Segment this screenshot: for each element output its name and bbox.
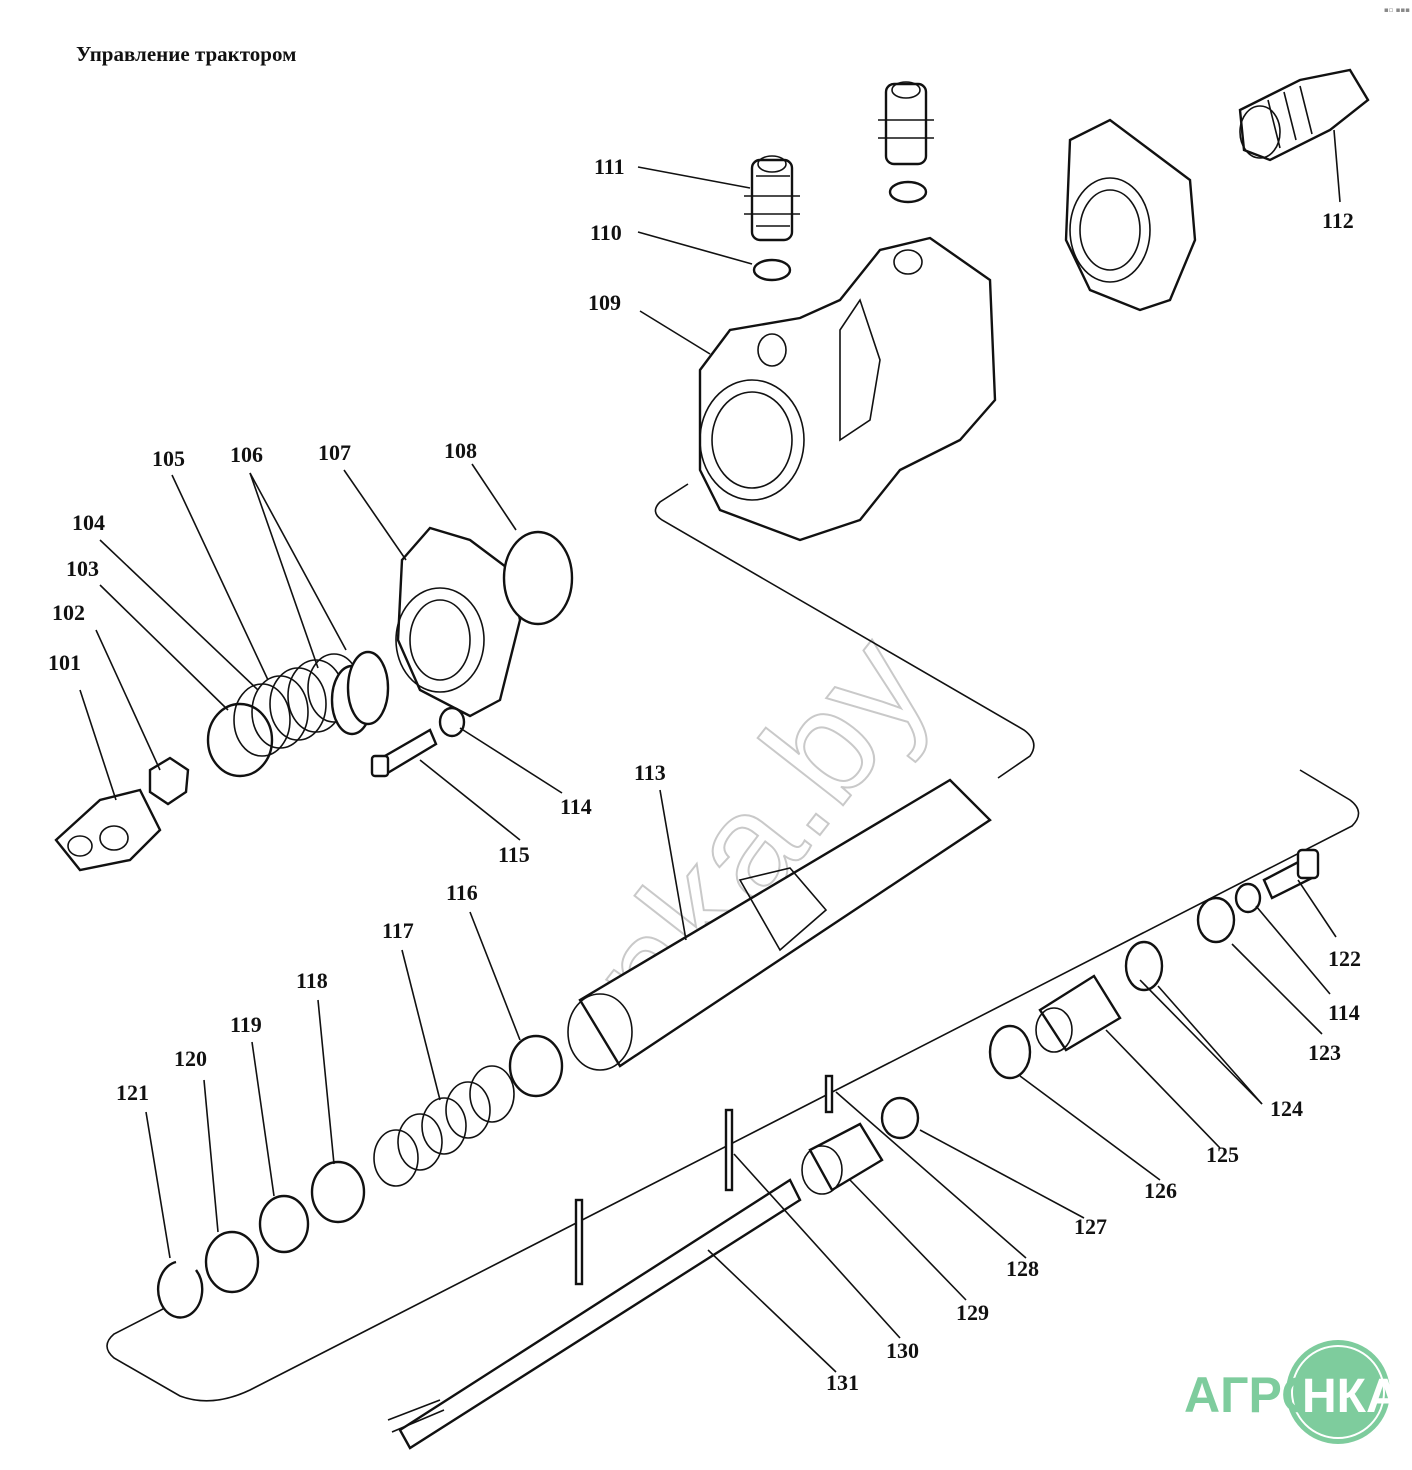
assembly-outline-upper <box>654 483 1035 779</box>
part-106-ring-b <box>346 650 390 726</box>
part-118-bushing <box>310 1160 366 1224</box>
part-124-ring <box>1124 940 1164 992</box>
callout-104: 104 <box>72 510 105 535</box>
part-114-washer-lower <box>1234 882 1262 914</box>
callout-106: 106 <box>230 442 263 467</box>
callout-103: 103 <box>66 556 99 581</box>
callout-116: 116 <box>446 880 478 905</box>
callout-117: 117 <box>382 918 414 943</box>
part-110-o-ring <box>752 258 792 282</box>
callout-120: 120 <box>174 1046 207 1071</box>
callout-123: 123 <box>1308 1040 1341 1065</box>
logo-circle <box>1286 1340 1390 1444</box>
callout-110: 110 <box>590 220 622 245</box>
callout-131: 131 <box>826 1370 859 1395</box>
part-122-bolt <box>1262 848 1320 900</box>
part-111-fitting <box>744 155 800 242</box>
part-127-nut <box>880 1096 920 1140</box>
part-116-washer <box>508 1034 564 1098</box>
part-fitting-upper <box>878 81 934 166</box>
part-108-o-ring <box>502 530 574 626</box>
agronka-logo: АГРО НКА <box>1184 1340 1394 1444</box>
part-131-shaft <box>387 1178 802 1450</box>
assembly-outline-lower <box>106 769 1360 1402</box>
callout-114-lower: 114 <box>1328 1000 1360 1025</box>
logo-text-right: НКА <box>1302 1370 1394 1423</box>
callout-102: 102 <box>52 600 85 625</box>
callout-112: 112 <box>1322 208 1354 233</box>
part-flange-right <box>1064 118 1197 312</box>
callout-108: 108 <box>444 438 477 463</box>
part-102-nut <box>148 756 190 806</box>
part-115-bolt <box>370 728 438 778</box>
part-121-snap-ring <box>157 1260 204 1319</box>
part-123-washer <box>1196 896 1236 944</box>
callout-127: 127 <box>1074 1214 1107 1239</box>
part-119-washer <box>258 1194 310 1254</box>
part-101-clevis <box>54 788 162 872</box>
callout-113: 113 <box>634 760 666 785</box>
callout-labels: 101 102 103 104 105 106 107 108 109 110 … <box>48 154 1361 1395</box>
callout-119: 119 <box>230 1012 262 1037</box>
callout-126: 126 <box>1144 1178 1177 1203</box>
part-130-pin <box>724 1108 734 1192</box>
callout-122: 122 <box>1328 946 1361 971</box>
part-120-washer <box>204 1230 260 1294</box>
logo-text-left: АГРО <box>1184 1367 1320 1423</box>
part-125-bushing <box>1035 974 1122 1053</box>
part-129-bushing <box>801 1122 884 1195</box>
part-130-pin-b <box>574 1198 584 1286</box>
part-126-o-ring <box>988 1024 1032 1080</box>
part-103-ring <box>206 702 274 778</box>
part-128-pin <box>824 1074 834 1114</box>
callout-114-upper: 114 <box>560 794 592 819</box>
callout-121: 121 <box>116 1080 149 1105</box>
callout-109: 109 <box>588 290 621 315</box>
leader-lines <box>79 129 1341 1373</box>
callout-105: 105 <box>152 446 185 471</box>
callout-128: 128 <box>1006 1256 1039 1281</box>
callout-124: 124 <box>1270 1096 1303 1121</box>
part-117-spring <box>373 1065 515 1187</box>
callout-111: 111 <box>594 154 625 179</box>
logo-circle-ring <box>1291 1345 1385 1439</box>
part-upper-o-ring <box>888 180 928 204</box>
callout-125: 125 <box>1206 1142 1239 1167</box>
part-107-flange <box>395 526 522 718</box>
callout-101: 101 <box>48 650 81 675</box>
callout-118: 118 <box>296 968 328 993</box>
callout-130: 130 <box>886 1338 919 1363</box>
callout-107: 107 <box>318 440 351 465</box>
corner-mark: ▪▫ ▪▪▪ <box>1384 6 1410 14</box>
part-109-valve-housing <box>698 236 997 542</box>
callout-115: 115 <box>498 842 530 867</box>
part-113-sleeve <box>567 778 992 1071</box>
part-112-clevis <box>1238 68 1370 162</box>
callout-129: 129 <box>956 1300 989 1325</box>
page-title: Управление трактором <box>76 42 297 66</box>
part-114-washer-upper <box>438 706 466 738</box>
